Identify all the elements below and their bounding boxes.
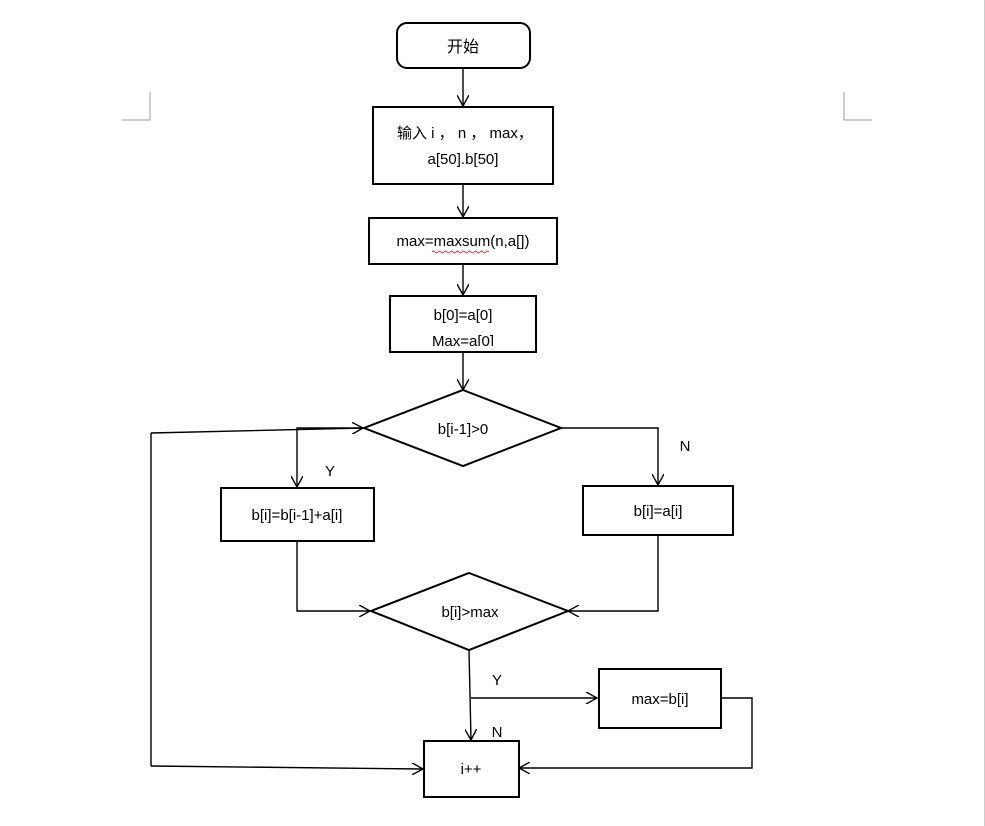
- init-node: [389, 295, 537, 353]
- init-label-line2: Max=a[0]: [432, 333, 494, 350]
- assign-a-label: b[i]=a[i]: [634, 503, 683, 520]
- cond1-diamond: [361, 388, 564, 468]
- input-label-line2: a[50].b[50]: [428, 151, 499, 168]
- cond2-yes-label: Y: [492, 672, 502, 689]
- cond1-label: b[i-1]>0: [438, 421, 488, 438]
- increment-node: [423, 740, 520, 798]
- arrow-cond1-no: [561, 427, 658, 485]
- arrow-sum-to-cond2: [296, 541, 370, 611]
- maxsum-node: [368, 217, 558, 265]
- cond2-no-label: N: [492, 724, 503, 741]
- input-label-line1: 输入 i ， n ， max，: [397, 125, 533, 142]
- margin-mark-left: [122, 92, 151, 121]
- init-label-line1: b[0]=a[0]: [434, 307, 493, 324]
- cond2-diamond: [368, 571, 571, 652]
- cond2-label: b[i]>max: [441, 604, 499, 621]
- arrow-loop-to-cond1: [150, 428, 363, 433]
- maxsum-label: max=maxsum(n,a[]): [397, 233, 530, 250]
- start-label: 开始: [447, 37, 479, 56]
- assign-a-node: [582, 485, 734, 536]
- arrow-a-to-cond2: [568, 535, 659, 611]
- cond1-yes-label: Y: [325, 463, 335, 480]
- arrow-cond2-no: [469, 649, 471, 740]
- margin-mark-right: [843, 92, 872, 121]
- assign-max-node: [598, 668, 722, 729]
- arrow-loop-to-increment: [150, 766, 423, 769]
- spellcheck-underline: [431, 250, 490, 254]
- input-node: [372, 106, 554, 185]
- assign-sum-label: b[i]=b[i-1]+a[i]: [252, 507, 343, 524]
- start-node: [396, 22, 531, 69]
- assign-max-label: max=b[i]: [631, 691, 688, 708]
- init-text-group: b[0]=a[0] Max=a[0]: [432, 307, 494, 350]
- cond1-no-label: N: [680, 438, 691, 455]
- increment-label: i++: [461, 761, 482, 778]
- assign-sum-node: [220, 487, 375, 542]
- arrow-max-to-increment: [519, 697, 753, 768]
